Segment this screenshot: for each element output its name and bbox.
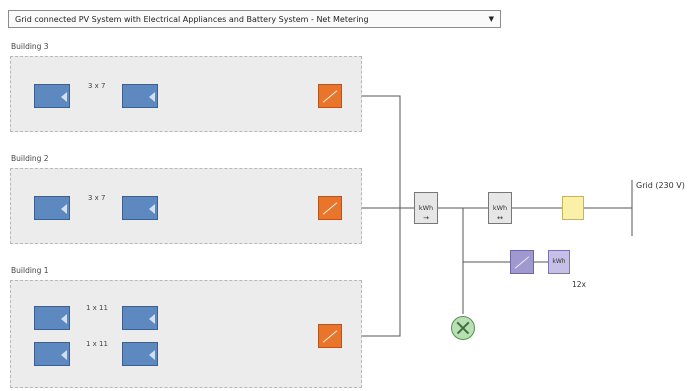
- energy-meter-icon[interactable]: kWh ↔: [488, 192, 512, 224]
- battery-inverter-icon[interactable]: [510, 250, 534, 274]
- pv-array-icon[interactable]: [122, 306, 158, 330]
- battery-label: kWh: [552, 258, 566, 265]
- appliance-load-icon[interactable]: [451, 316, 475, 340]
- pv-array-icon[interactable]: [34, 196, 70, 220]
- system-select-value: Grid connected PV System with Electrical…: [15, 14, 369, 24]
- pv-array-icon[interactable]: [122, 196, 158, 220]
- inverter-icon[interactable]: [318, 196, 342, 220]
- grid-label: Grid (230 V): [636, 181, 685, 190]
- building-1-label: Building 1: [11, 266, 49, 275]
- inverter-icon[interactable]: [318, 324, 342, 348]
- string-config-label: 3 x 7: [88, 194, 106, 202]
- building-3-label: Building 3: [11, 42, 49, 51]
- pv-array-icon[interactable]: [122, 84, 158, 108]
- pv-array-icon[interactable]: [34, 84, 70, 108]
- energy-meter-icon[interactable]: kWh →: [414, 192, 438, 224]
- arrow-right-icon: →: [423, 214, 429, 222]
- pv-array-icon[interactable]: [122, 342, 158, 366]
- arrow-left-right-icon: ↔: [497, 214, 503, 222]
- meter-label: kWh: [418, 204, 434, 212]
- building-2-label: Building 2: [11, 154, 49, 163]
- chevron-down-icon[interactable]: ▼: [488, 15, 494, 23]
- string-config-label: 1 x 11: [86, 340, 108, 348]
- string-config-label: 1 x 11: [86, 304, 108, 312]
- battery-count: 12x: [572, 280, 586, 289]
- string-config-label: 3 x 7: [88, 82, 106, 90]
- battery-icon[interactable]: kWh: [548, 250, 570, 274]
- pv-array-icon[interactable]: [34, 342, 70, 366]
- building-1-panel: [10, 280, 362, 388]
- pv-array-icon[interactable]: [34, 306, 70, 330]
- inverter-icon[interactable]: [318, 84, 342, 108]
- grid-connection-icon[interactable]: [562, 196, 584, 220]
- meter-label: kWh: [492, 204, 508, 212]
- system-select[interactable]: Grid connected PV System with Electrical…: [8, 10, 501, 28]
